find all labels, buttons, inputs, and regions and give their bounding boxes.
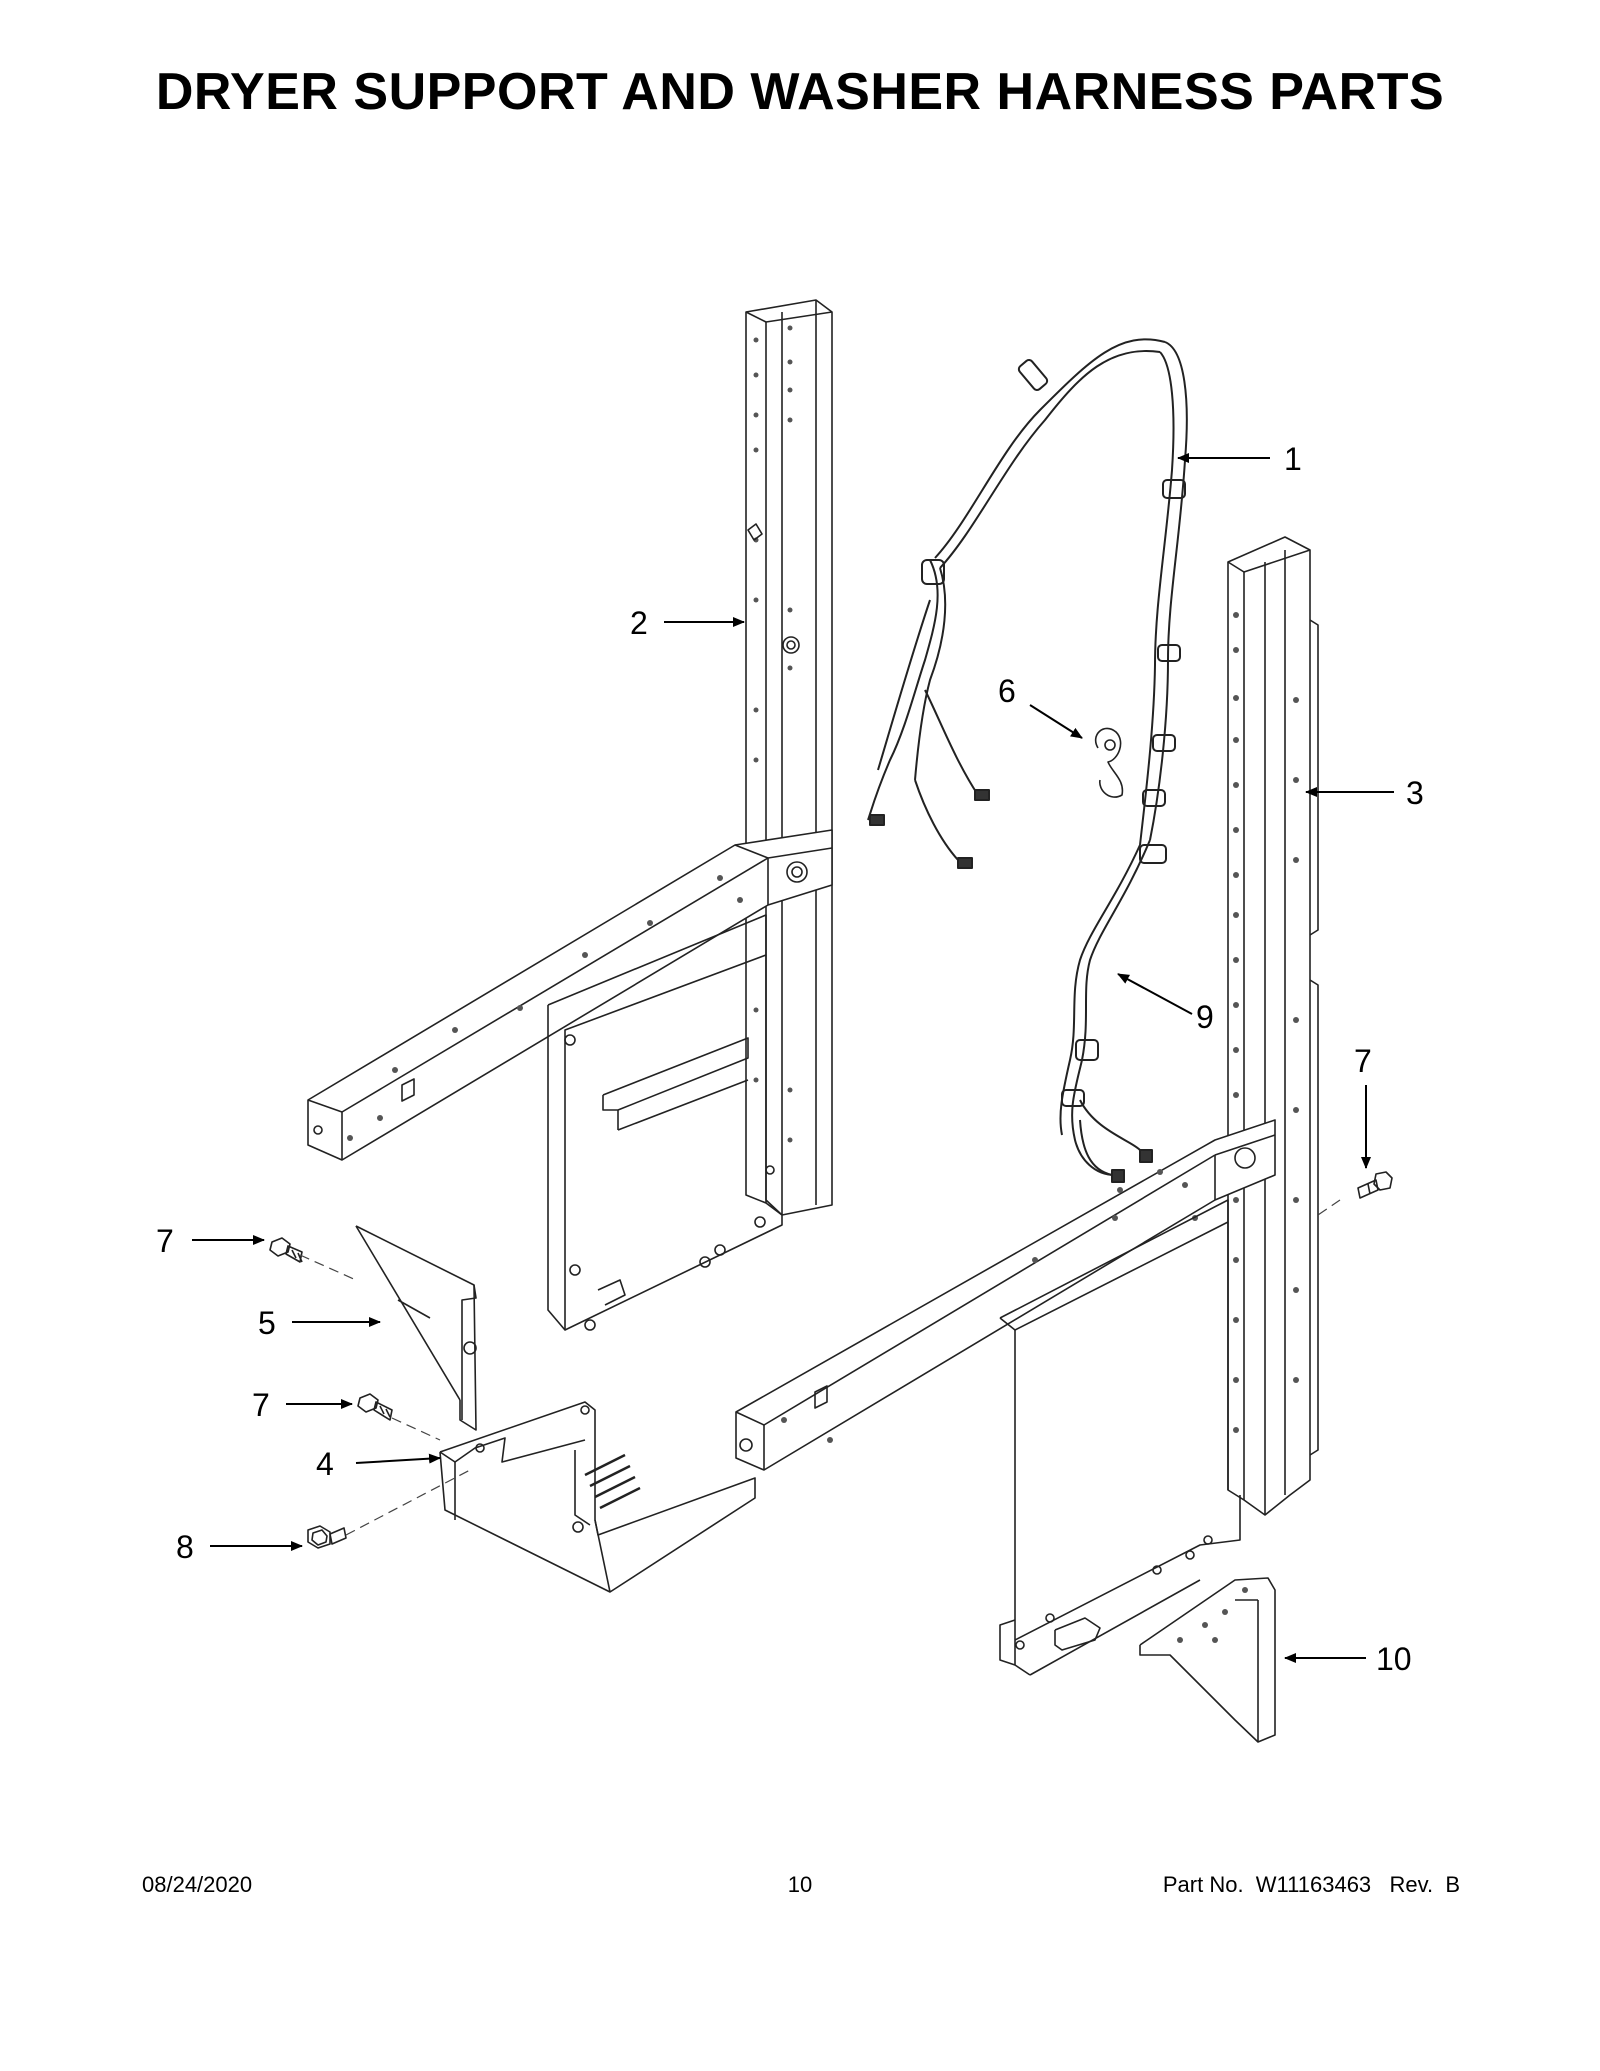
callout-8: 8	[176, 1529, 194, 1565]
callout-2: 2	[630, 605, 648, 641]
callout-3: 3	[1406, 775, 1424, 811]
right-mounting-plate	[999, 1199, 1241, 1676]
screw-icon	[1357, 1171, 1393, 1199]
callout-7: 7	[156, 1223, 174, 1259]
screw-icon	[357, 1393, 393, 1421]
callout-5: 5	[258, 1305, 276, 1341]
callout-4: 4	[316, 1446, 334, 1482]
hex-screw-icon	[307, 1525, 347, 1549]
callout-9: 9	[1196, 999, 1214, 1035]
callout-1: 1	[1284, 441, 1302, 477]
callout-10: 10	[1376, 1641, 1412, 1677]
right-crossbar	[735, 1119, 1276, 1471]
callout-6: 6	[998, 673, 1016, 709]
footer-page-number: 10	[787, 1872, 813, 1897]
panel-bracket	[355, 1225, 477, 1431]
left-mounting-plate	[547, 914, 783, 1331]
washer-wire-harness	[867, 338, 1188, 1183]
left-crossbar	[307, 829, 833, 1161]
page-title: DRYER SUPPORT AND WASHER HARNESS PARTS	[155, 63, 1445, 121]
wire-clip	[1094, 727, 1124, 798]
footer-date: 08/24/2020	[142, 1872, 253, 1897]
callout-7: 7	[252, 1387, 270, 1423]
screw-icon	[269, 1237, 303, 1263]
footer-part-number: Part No. W11163463 Rev. B	[1162, 1872, 1460, 1897]
left-dryer-support-post	[745, 299, 833, 1216]
small-mounting-bracket	[1139, 1577, 1276, 1743]
right-dryer-support-post	[1227, 536, 1319, 1516]
callout-7: 7	[1354, 1043, 1372, 1079]
tray-bracket	[439, 1401, 756, 1593]
